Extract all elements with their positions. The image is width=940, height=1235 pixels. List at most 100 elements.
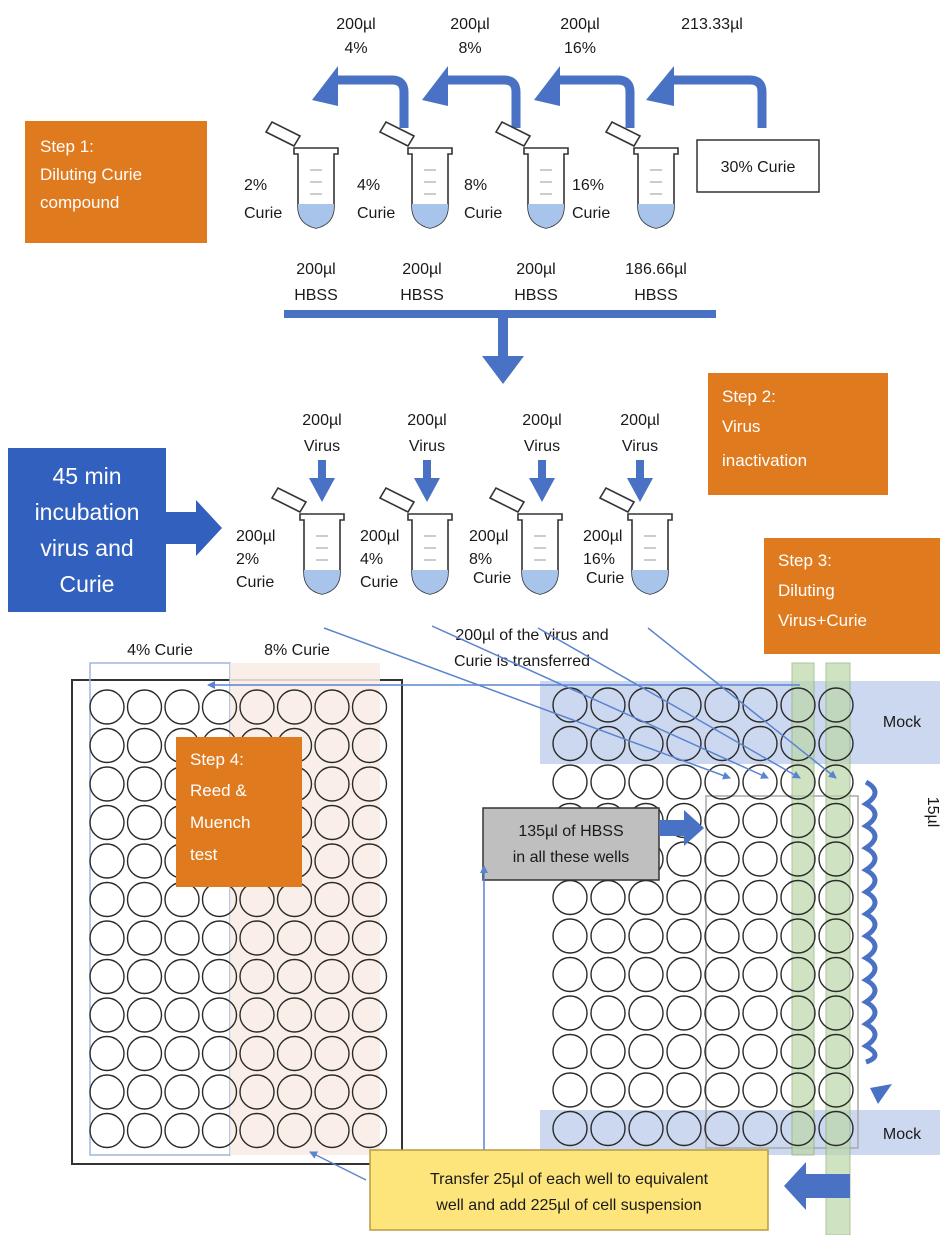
right-plate-well [628, 1033, 664, 1070]
left-plate-well [201, 1112, 238, 1149]
right-plate-well [818, 841, 854, 877]
right-plate-well [590, 1110, 626, 1147]
virus3-volume: 200µl [522, 412, 561, 429]
right-plate-well [666, 841, 702, 877]
right-plate-well [590, 1033, 626, 1070]
right-plate-well [780, 687, 816, 723]
step3-line-1: Step 3: [778, 551, 832, 570]
step3-box: Step 3: Diluting Virus+Curie [764, 538, 940, 654]
tube1-name: Curie [244, 205, 282, 222]
right-plate-well [818, 1110, 854, 1147]
step4-box: Step 4: Reed & Muench test [176, 737, 302, 887]
right-plate-well [780, 725, 816, 762]
s2-tube4-volume: 200µl [583, 528, 622, 545]
hbss-note: 135µl of HBSS in all these wells [482, 807, 660, 881]
hbss-note-line-2: in all these wells [513, 849, 630, 866]
left-plate-well [276, 689, 313, 725]
left-plate-well [89, 804, 125, 841]
step1-tube-4 [605, 121, 679, 229]
right-plate [540, 662, 940, 1235]
right-plate-well [666, 1033, 702, 1070]
right-plate-well [818, 918, 854, 954]
left-plate-well [314, 881, 350, 918]
serial-dilution-arrows [336, 75, 767, 128]
stock-label: 30% Curie [721, 159, 796, 176]
right-plate-well [818, 995, 854, 1031]
hbss2-volume: 200µl [402, 261, 441, 278]
top-volume-4: 213.33µl [681, 16, 743, 33]
right-plate-well [704, 1033, 740, 1070]
left-plate-well [314, 804, 350, 841]
right-plate-well [780, 879, 816, 916]
virus2-name: Virus [409, 438, 445, 455]
incubation-box: 45 min incubation virus and Curie [8, 448, 166, 612]
right-plate-well [666, 879, 702, 916]
top-volume-3: 200µl [560, 16, 599, 33]
step2-tube-1 [271, 487, 345, 595]
left-plate-well [126, 804, 163, 841]
left-plate-well [164, 1074, 200, 1110]
mock-label-bottom: Mock [883, 1126, 922, 1143]
step4-line-4: test [190, 845, 218, 864]
right-plate-well [628, 956, 664, 993]
left-plate-well [239, 1074, 275, 1110]
left-plate-well [351, 843, 388, 879]
right-plate-well [818, 764, 854, 800]
left-plate-well [239, 1035, 275, 1072]
right-plate-well [742, 879, 778, 916]
step1-line-3: compound [40, 193, 119, 212]
step4-line-3: Muench [190, 813, 250, 832]
s2-tube3-percent: 8% [469, 551, 492, 568]
right-plate-well [780, 956, 816, 993]
right-plate-well [818, 956, 854, 993]
right-plate-well [628, 1072, 664, 1108]
mock-label-top: Mock [883, 714, 922, 731]
top-percent-1: 4% [344, 40, 367, 57]
left-plate-well [164, 920, 200, 956]
right-plate-well [590, 764, 626, 800]
top-volume-2: 200µl [450, 16, 489, 33]
step1-hbss-labels: 200µl HBSS 200µl HBSS 200µl HBSS 186.66µ… [294, 261, 687, 304]
hbss4-volume: 186.66µl [625, 261, 687, 278]
right-plate-well [590, 879, 626, 916]
s2-tube2-volume: 200µl [360, 528, 399, 545]
right-plate-well [552, 956, 588, 993]
hbss1-volume: 200µl [296, 261, 335, 278]
right-plate-well [704, 802, 740, 839]
left-plate-well [89, 727, 125, 764]
right-plate-well [628, 879, 664, 916]
virus1-name: Virus [304, 438, 340, 455]
left-plate-well [126, 843, 163, 879]
hbss-note-line-1: 135µl of HBSS [518, 823, 623, 840]
s2-tube2-name: Curie [360, 574, 398, 591]
s2-tube4-percent: 16% [583, 551, 615, 568]
left-plate-well [276, 1035, 313, 1072]
left-plate-well [89, 1035, 125, 1072]
right-plate-well [628, 995, 664, 1031]
step4-line-1: Step 4: [190, 750, 244, 769]
left-plate-well [351, 1112, 388, 1149]
step2-line-3: inactivation [722, 451, 807, 470]
s2-tube1-percent: 2% [236, 551, 259, 568]
right-plate-well [818, 1033, 854, 1070]
right-plate-well [742, 841, 778, 877]
virus-labels: 200µl Virus 200µl Virus 200µl Virus 200µ… [302, 412, 659, 455]
left-plate-well [201, 997, 238, 1033]
right-plate-well [590, 956, 626, 993]
left-plate-well [239, 1112, 275, 1149]
s2-tube1-name: Curie [236, 574, 274, 591]
right-plate-well [818, 1072, 854, 1108]
right-plate-well [818, 687, 854, 723]
left-plate-well [89, 881, 125, 918]
top-percent-3: 16% [564, 40, 596, 57]
right-plate-well [628, 725, 664, 762]
right-plate-well [742, 687, 778, 723]
left-plate-well [276, 920, 313, 956]
left-plate-well [314, 920, 350, 956]
transfer-note-line-1: 200µl of the virus and [455, 627, 608, 644]
transfer-note: 200µl of the virus and Curie is transfer… [454, 627, 609, 670]
left-plate-well [126, 997, 163, 1033]
right-plate-well [704, 764, 740, 800]
left-plate-well [314, 727, 350, 764]
right-plate-well [666, 918, 702, 954]
